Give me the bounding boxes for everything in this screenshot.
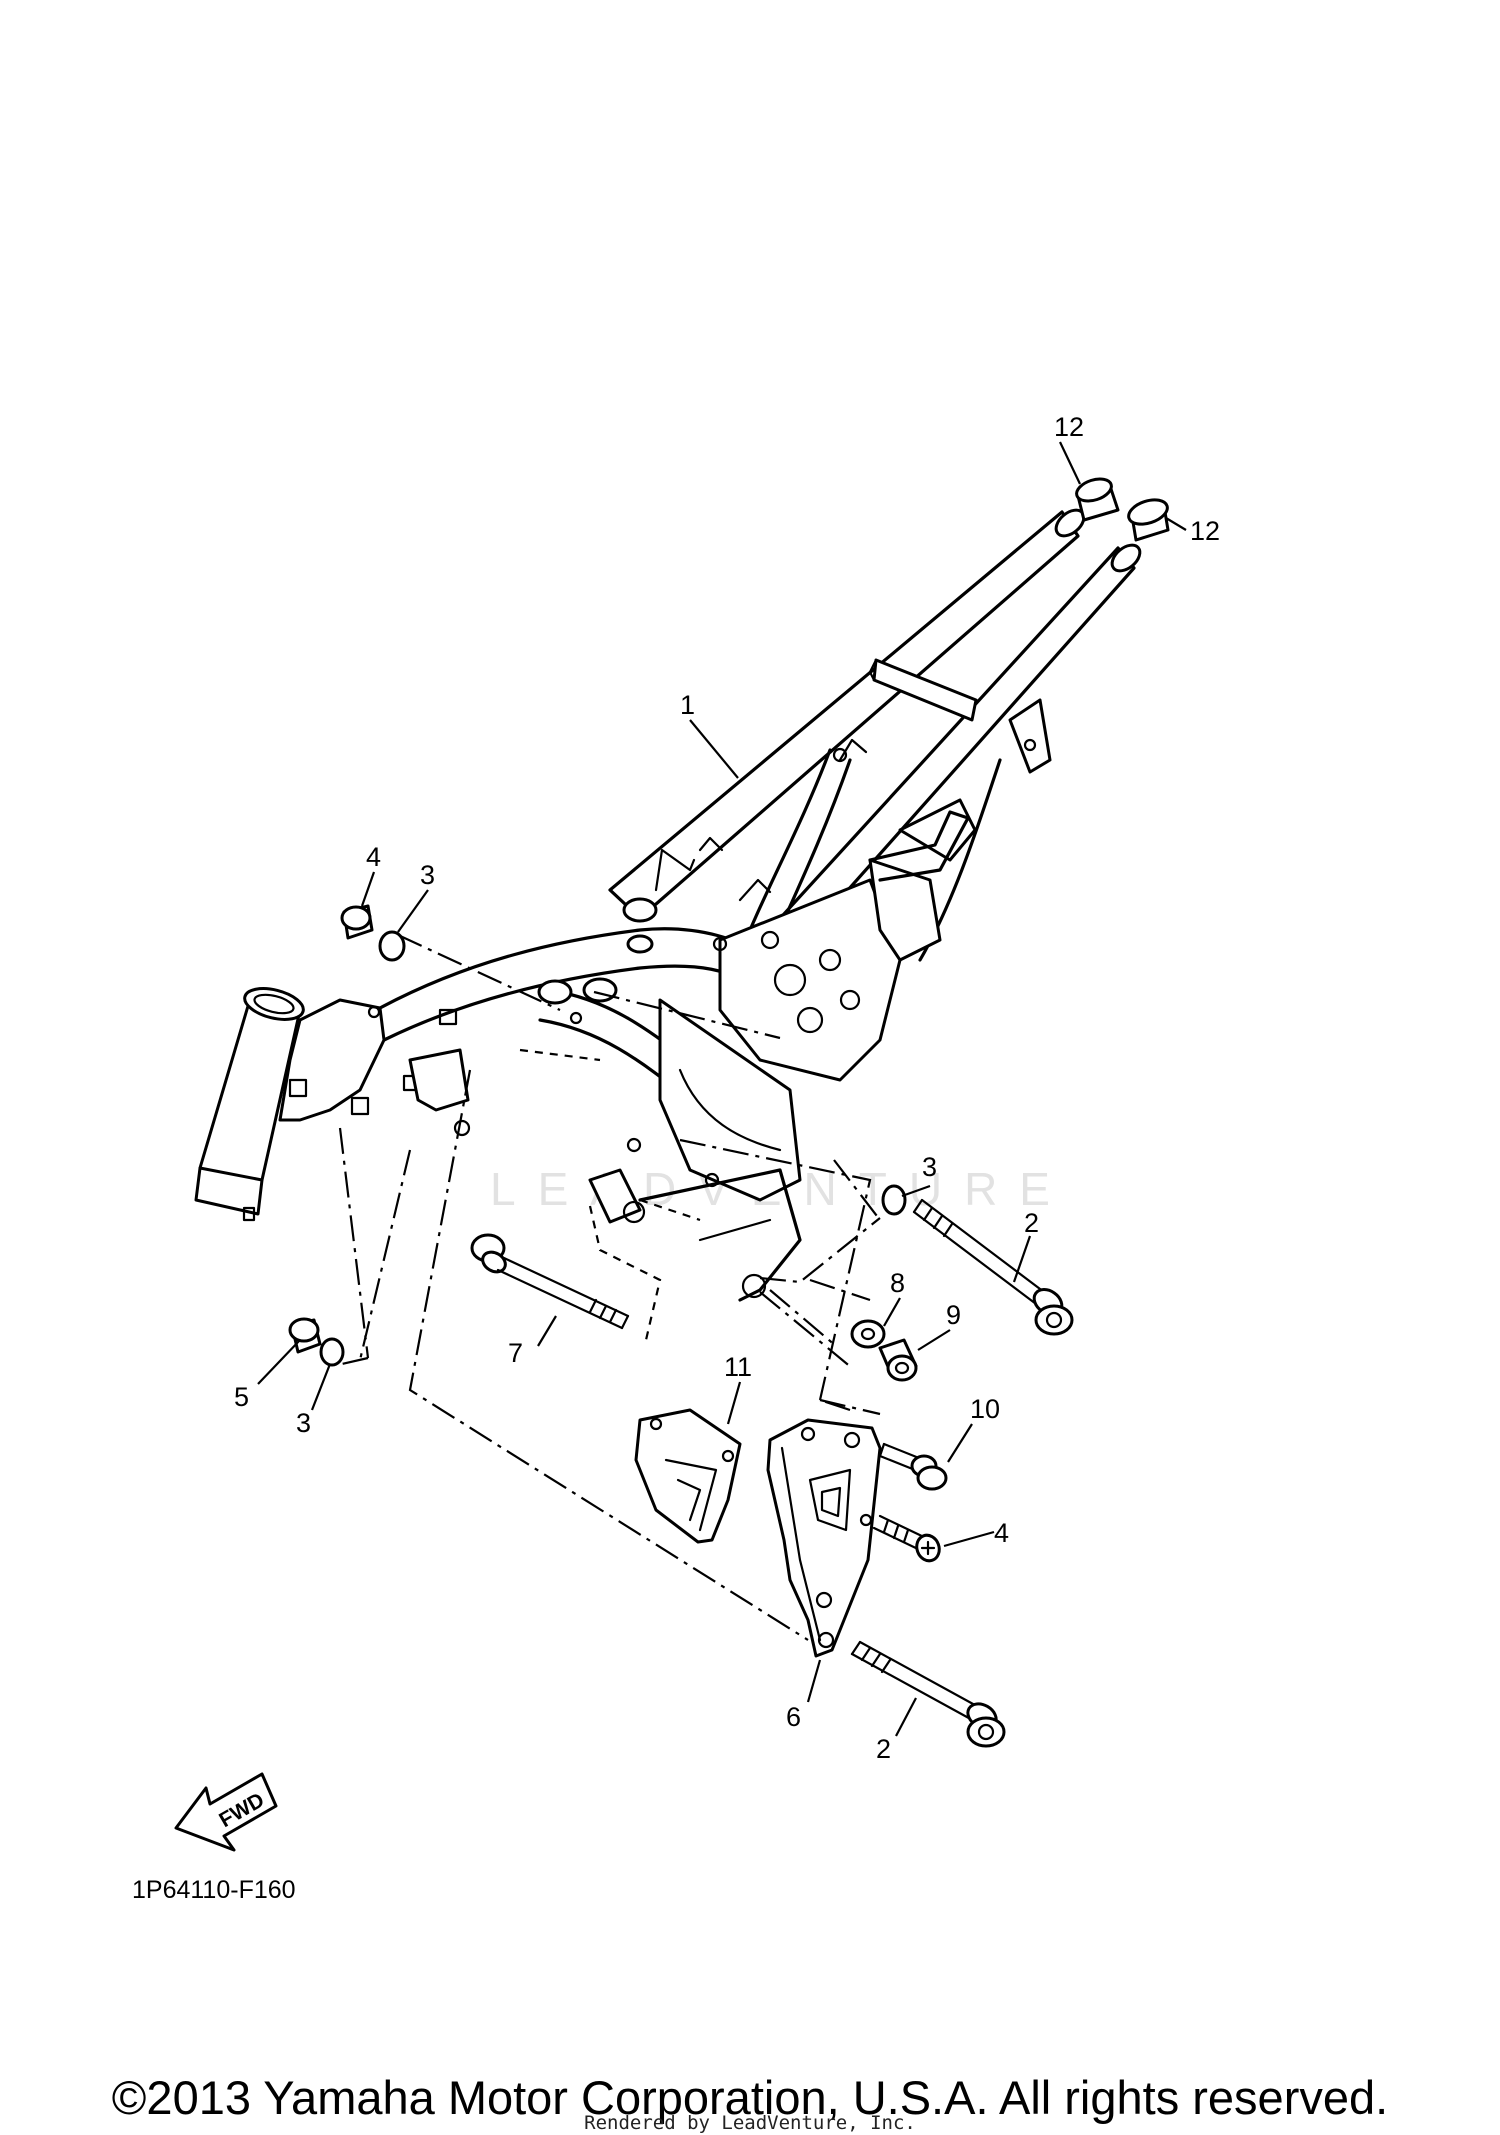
callout-9: 10 xyxy=(970,1394,1000,1424)
bracket-cover-part-10[interactable] xyxy=(634,1408,742,1544)
callout-4-upper: 4 xyxy=(366,842,381,872)
screw-part-11[interactable] xyxy=(872,1514,943,1564)
rendered-by-notice: Rendered by LeadVenture, Inc. xyxy=(584,2112,916,2134)
callout-2-lower: 2 xyxy=(876,1734,891,1764)
callout-5: 7 xyxy=(508,1338,523,1368)
nut-part-7[interactable] xyxy=(878,1338,918,1382)
long-bolt-part-2b[interactable] xyxy=(850,1640,1006,1748)
bolt-part-9[interactable] xyxy=(878,1442,948,1491)
forward-arrow-icon: FWD xyxy=(174,1772,278,1852)
callout-3-right: 3 xyxy=(922,1152,937,1182)
callout-1: 1 xyxy=(680,690,695,720)
callout-4-lower: 5 xyxy=(234,1382,249,1412)
callout-8: 6 xyxy=(786,1702,801,1732)
washer-part-3a[interactable] xyxy=(378,930,406,962)
callout-11: 4 xyxy=(994,1518,1009,1548)
copyright-notice: ©2013 Yamaha Motor Corporation, U.S.A. A… xyxy=(111,2071,1389,2124)
engine-mount-bolt-part-5[interactable] xyxy=(470,1233,630,1330)
cap-part-12a[interactable] xyxy=(1074,475,1120,522)
nut-part-4b[interactable] xyxy=(288,1317,322,1354)
callout-10: 11 xyxy=(724,1352,752,1382)
callout-6: 8 xyxy=(890,1268,905,1298)
washer-part-3b[interactable] xyxy=(319,1337,345,1367)
callout-3-upper: 3 xyxy=(420,860,435,890)
callout-12-upper: 12 xyxy=(1054,412,1084,442)
diagram-code: 1P64110-F160 xyxy=(132,1876,296,1904)
nut-part-4a[interactable] xyxy=(340,904,374,940)
washer-part-6[interactable] xyxy=(850,1319,886,1349)
callout-7: 9 xyxy=(946,1300,961,1330)
engine-bracket-part-8[interactable] xyxy=(766,1418,882,1658)
frame-part[interactable] xyxy=(194,505,1145,1302)
leader-lines xyxy=(257,441,1187,1737)
long-bolt-part-2a[interactable] xyxy=(912,1198,1074,1336)
cap-part-12b[interactable] xyxy=(1126,495,1171,542)
callout-3-lower: 3 xyxy=(296,1408,311,1438)
callout-12-right: 12 xyxy=(1190,516,1220,546)
assembly-lines xyxy=(338,934,881,1641)
washer-part-3c[interactable] xyxy=(881,1184,907,1216)
callout-2-upper: 2 xyxy=(1024,1208,1039,1238)
